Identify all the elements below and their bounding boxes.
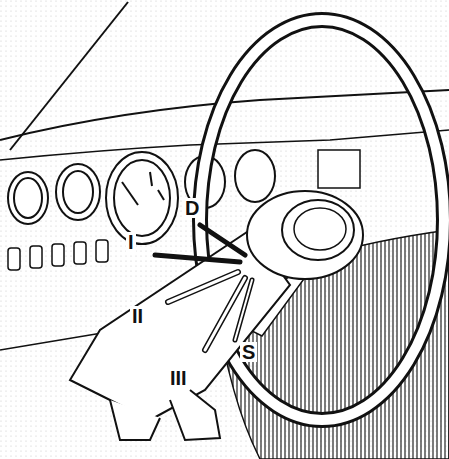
- wheel-hub: [247, 191, 363, 279]
- windscreen-edge: [10, 2, 128, 150]
- control-stalks: [155, 225, 252, 350]
- callout-label: S: [240, 342, 257, 362]
- gauge-needles: [122, 172, 164, 205]
- steering-wheel: [200, 20, 444, 420]
- callout-label: II: [130, 306, 145, 326]
- rocker-switches: [8, 240, 108, 270]
- callout-label: D: [183, 198, 201, 218]
- dashboard-edge: [0, 130, 449, 160]
- vent: [318, 150, 360, 188]
- column-bracket: [170, 390, 220, 440]
- callout-label: I: [126, 232, 136, 252]
- callout-label: III: [168, 368, 189, 388]
- gauges: [8, 150, 275, 244]
- wheel-hub: [282, 200, 354, 260]
- wheel-hub: [294, 208, 346, 250]
- column-bracket: [110, 400, 160, 440]
- steering-wheel: [200, 20, 444, 420]
